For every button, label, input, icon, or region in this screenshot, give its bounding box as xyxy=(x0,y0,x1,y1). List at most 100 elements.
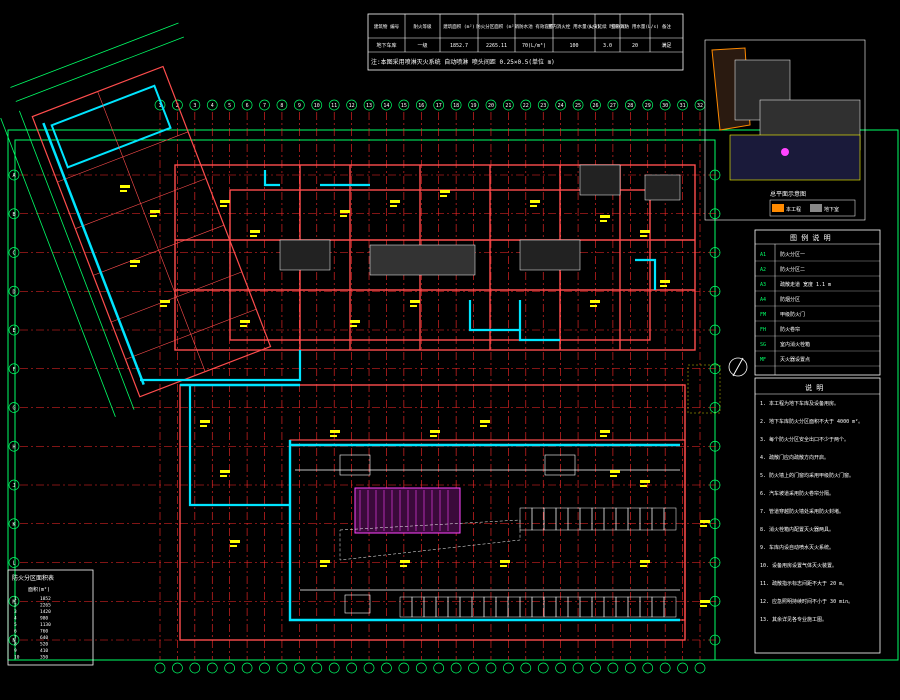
grid-bubble xyxy=(709,208,721,220)
annotation-mark xyxy=(350,325,357,327)
note-line: 6. 汽车坡道采用防火卷帘分隔。 xyxy=(760,490,834,497)
annotation-mark xyxy=(440,195,447,197)
annotation-mark xyxy=(660,285,667,287)
grid-bubble xyxy=(8,595,20,607)
grid-label-top: 17 xyxy=(436,103,442,109)
grid-bubble xyxy=(642,662,654,674)
annotation-mark xyxy=(660,280,670,283)
legend-title: 图 例 说 明 xyxy=(790,233,831,242)
annotation-mark xyxy=(200,425,207,427)
annotation-mark xyxy=(640,480,650,483)
key-plan-legend-1: 本工程 xyxy=(786,206,801,213)
grid-label-top: 4 xyxy=(211,103,214,109)
parking-bay xyxy=(495,596,509,618)
grid-bubble xyxy=(709,479,721,491)
grid-bubble xyxy=(709,363,721,375)
parking-bay xyxy=(615,507,629,531)
grid-bubble xyxy=(590,99,601,111)
rotated-wing xyxy=(0,22,272,417)
note-line: 10. 设备用房设置气体灭火装置。 xyxy=(760,562,837,569)
summary-value-cell: 20 xyxy=(632,43,638,49)
note-line: 13. 其余详见各专业施工图。 xyxy=(760,616,827,623)
grid-label-top: 15 xyxy=(401,103,407,109)
area-value: 980 xyxy=(40,616,48,622)
annotation-mark xyxy=(160,300,170,303)
parking-bay xyxy=(507,596,521,618)
parking-bay xyxy=(639,596,653,618)
grid-label-top: 7 xyxy=(263,103,266,109)
parking-bay xyxy=(411,596,425,618)
grid-bubble xyxy=(485,99,497,111)
grid-bubble xyxy=(537,662,549,674)
grid-bubble xyxy=(555,662,566,674)
legend-code: A4 xyxy=(760,297,766,303)
area-index: 6 xyxy=(14,629,17,635)
annotation-mark xyxy=(150,210,160,213)
grid-label-left: C xyxy=(12,251,15,257)
parking-bay xyxy=(615,596,629,618)
grid-bubble xyxy=(276,99,288,111)
legend-code: A1 xyxy=(760,252,766,258)
note-line: 5. 防火墙上的门窗均采用甲级防火门窗。 xyxy=(760,472,854,479)
parking-bay xyxy=(543,596,557,618)
annotation-mark xyxy=(600,215,610,218)
summary-table: 建筑物 编号耐火等级建筑面积 (m²)防火分区面积 (m²)消防水池 有效容积室… xyxy=(367,13,684,71)
annotation-mark xyxy=(610,470,620,473)
annotation-mark xyxy=(230,545,237,547)
annotation-mark xyxy=(350,320,360,323)
grid-bubble xyxy=(485,662,497,674)
area-index: 3 xyxy=(14,609,17,615)
annotation-mark xyxy=(340,215,347,217)
legend-code: FM xyxy=(760,312,766,318)
grid-bubble xyxy=(206,99,218,111)
legend-desc: 防火分区二 xyxy=(780,266,805,273)
grid-bubble xyxy=(572,662,584,674)
grid-bubble xyxy=(520,99,532,111)
parking-bay xyxy=(591,596,605,618)
summary-header-cell: 备注 xyxy=(662,23,671,30)
note-line: 1. 本工程为地下车库及设备用房。 xyxy=(760,400,839,407)
grid-bubble xyxy=(450,99,462,111)
annotations xyxy=(120,185,710,607)
note-line: 7. 管道穿越防火墙处采用防火封堵。 xyxy=(760,508,844,515)
summary-value-cell: 1852.7 xyxy=(450,43,468,49)
grid-label-top: 28 xyxy=(627,103,633,109)
fire-partition-upper xyxy=(140,170,657,382)
grid-label-left: D xyxy=(12,289,15,295)
grid-bubble xyxy=(189,662,201,674)
summary-value-cell: 地下车库 xyxy=(376,42,396,49)
annotation-mark xyxy=(410,305,417,307)
grid-bubble xyxy=(555,99,566,111)
grid-bubble xyxy=(659,662,671,674)
summary-value-cell: 2265.11 xyxy=(486,43,507,49)
annotation-mark xyxy=(640,560,650,563)
summary-note: 注:本图采用喷淋灭火系统 自动喷淋 喷头间距 0.25×0.5(单位 m) xyxy=(371,58,555,66)
parking-bay xyxy=(639,507,653,531)
grid-label-top: 20 xyxy=(488,103,494,109)
grid-bubble xyxy=(642,99,654,111)
grid-bubble xyxy=(8,402,20,413)
annotation-mark xyxy=(120,185,130,188)
annotation-mark xyxy=(700,605,707,607)
grid-bubble xyxy=(398,662,410,674)
grid-label-top: 8 xyxy=(280,103,283,109)
grid-label-left: E xyxy=(12,328,15,334)
annotation-mark xyxy=(640,235,647,237)
area-table-title: 防火分区面积表 xyxy=(12,574,54,582)
grid-label-top: 31 xyxy=(680,103,686,109)
grid-bubble xyxy=(259,99,270,111)
legend-code: FH xyxy=(760,327,766,333)
grid-label-top: 30 xyxy=(662,103,668,109)
grid-bubble xyxy=(224,99,236,111)
annotation-mark xyxy=(700,520,710,523)
grid-bubble xyxy=(224,662,236,674)
notes-table: 说 明 1. 本工程为地下车库及设备用房。2. 地下车库防火分区面积不大于 40… xyxy=(754,377,881,654)
annotation-mark xyxy=(220,205,227,207)
annotation-mark xyxy=(240,320,250,323)
grid-label-top: 1 xyxy=(158,103,161,109)
grid-label-top: 29 xyxy=(645,103,651,109)
grid-bubble xyxy=(415,662,427,674)
parking-bay xyxy=(663,507,677,531)
